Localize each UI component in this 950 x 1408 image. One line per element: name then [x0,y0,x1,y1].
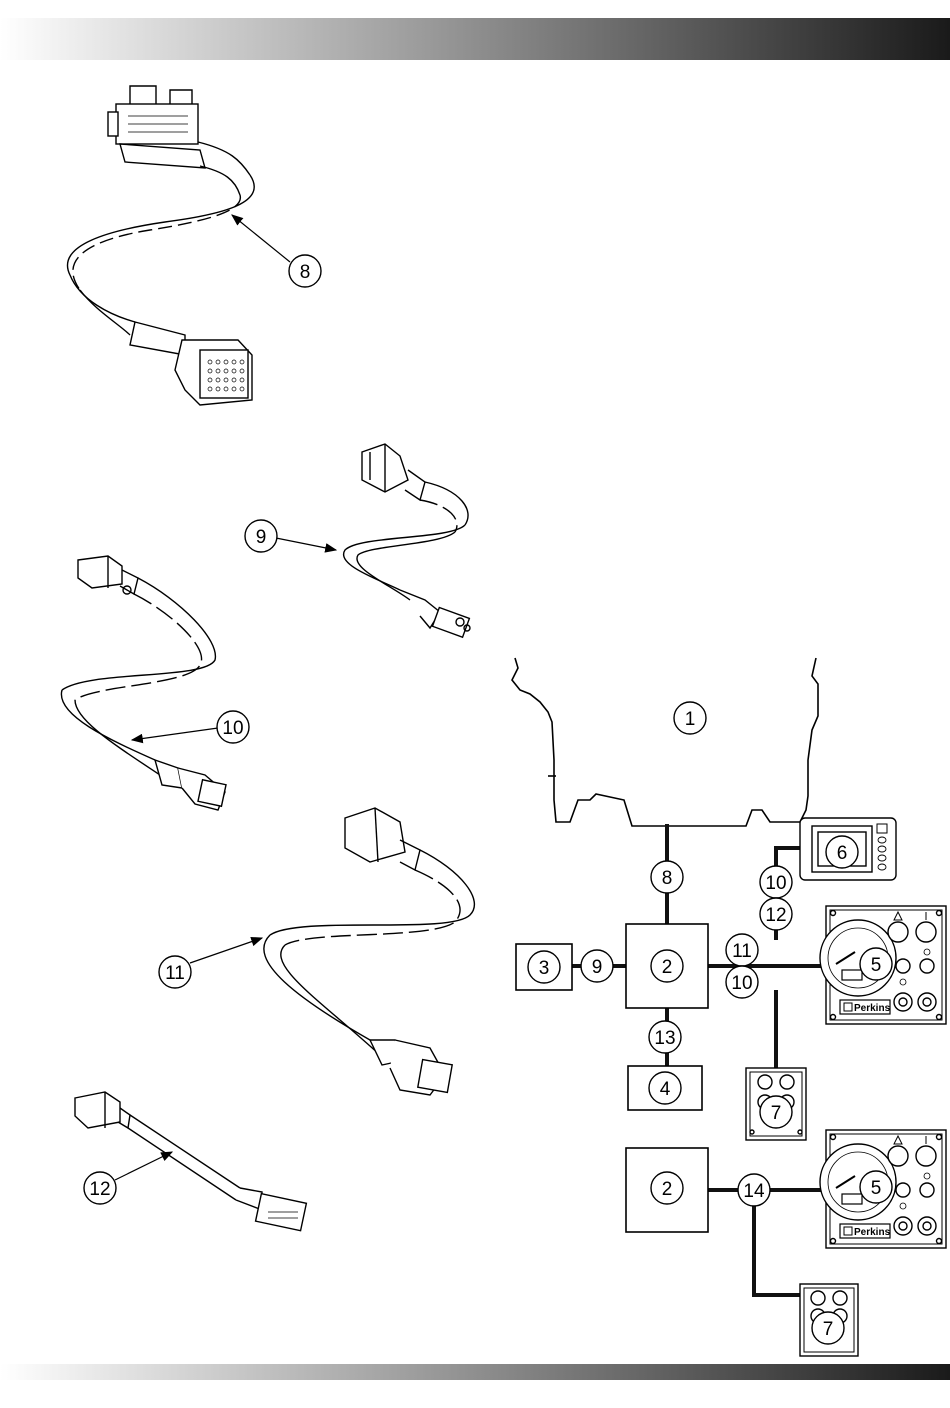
svg-text:11: 11 [732,941,752,962]
leader-12 [115,1152,172,1180]
svg-text:5: 5 [871,1178,882,1199]
svg-text:13: 13 [654,1028,675,1049]
harness-10-illustration [61,556,226,810]
callout-link-13: 13 [649,1021,681,1053]
callout-link-12: 12 [760,898,792,930]
svg-text:7: 7 [771,1103,782,1124]
leader-10 [132,728,218,740]
ecm-box-top: 2 [626,924,708,1008]
svg-text:6: 6 [837,843,848,864]
callout-panel-5-bottom: 5 [860,1171,892,1203]
engine-outline [512,658,818,826]
callout-panel-7-bottom: 7 [812,1312,844,1344]
svg-text:8: 8 [300,262,311,283]
svg-text:4: 4 [660,1079,671,1100]
leader-11 [190,938,262,963]
panel-brand-top: Perkins [854,1003,891,1014]
svg-text:7: 7 [823,1319,834,1340]
callout-harness-11: 11 [159,956,191,988]
svg-text:3: 3 [539,958,550,979]
svg-text:9: 9 [592,957,603,978]
svg-text:2: 2 [662,1179,673,1200]
component-box-4: 4 [628,1066,702,1110]
callout-engine: 1 [674,702,706,734]
callout-link-9: 9 [581,950,613,982]
svg-text:5: 5 [871,955,882,976]
ecm-box-bottom: 2 [626,1148,708,1232]
svg-text:1: 1 [685,709,696,730]
callout-link-11: 11 [726,934,758,966]
component-box-3: 3 [516,944,572,990]
footer-bar [0,1364,950,1380]
callout-panel-5-top: 5 [860,948,892,980]
svg-text:10: 10 [765,873,786,894]
svg-text:10: 10 [731,973,752,994]
harness-9-illustration [344,444,470,637]
svg-text:9: 9 [256,527,267,548]
leader-9 [276,538,336,550]
callout-harness-10: 10 [217,711,249,743]
harness-11-illustration [264,808,475,1095]
callout-harness-8: 8 [289,255,321,287]
callout-harness-12: 12 [84,1172,116,1204]
callout-link-10-a: 10 [760,866,792,898]
callout-harness-9: 9 [245,520,277,552]
callout-panel-7-top: 7 [760,1096,792,1128]
svg-text:14: 14 [743,1181,765,1202]
harness-12-illustration [75,1092,306,1231]
svg-text:8: 8 [662,868,673,889]
callout-link-14: 14 [738,1174,770,1206]
panel-brand-bottom: Perkins [854,1227,891,1238]
svg-text:12: 12 [89,1179,110,1200]
callout-link-8: 8 [651,861,683,893]
header-bar [0,18,950,60]
harness-8-illustration [67,86,254,405]
svg-text:2: 2 [662,957,673,978]
svg-text:11: 11 [165,963,185,984]
svg-text:10: 10 [222,718,243,739]
bottom-system-links [708,1190,826,1295]
leader-8 [232,215,290,262]
callout-link-10-b: 10 [726,966,758,998]
svg-text:12: 12 [765,905,786,926]
callout-display-6: 6 [826,836,858,868]
